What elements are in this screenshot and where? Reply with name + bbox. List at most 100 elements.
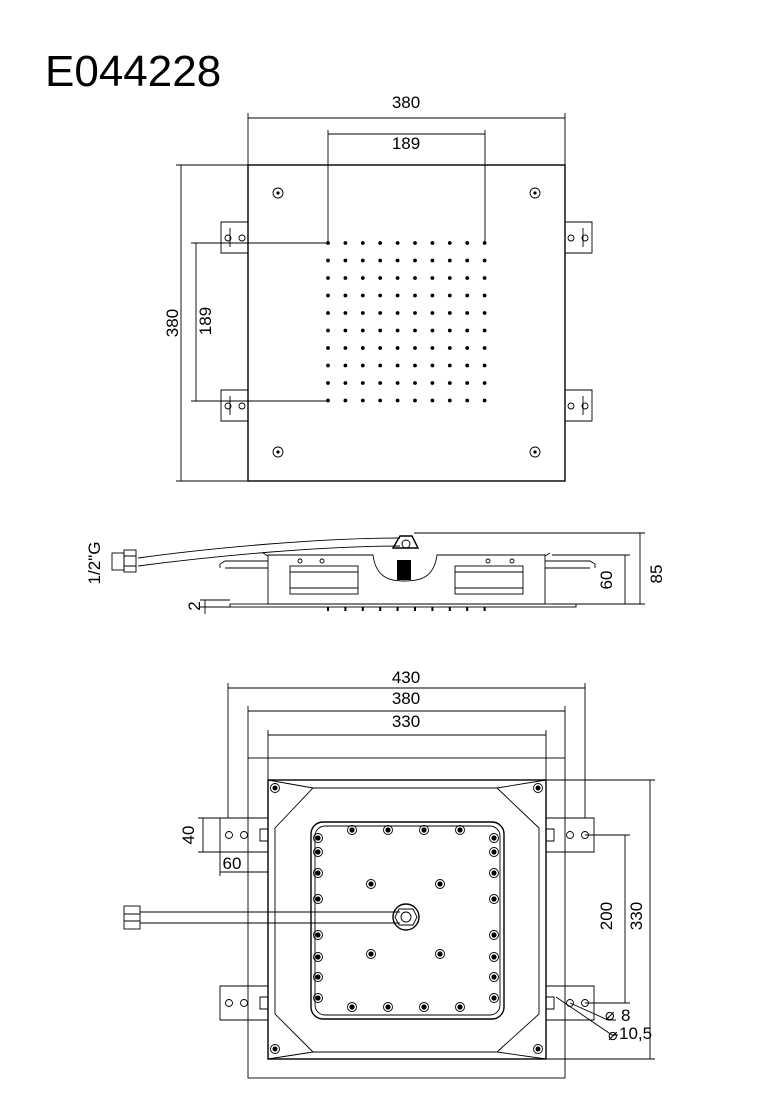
nozzle <box>465 346 470 350</box>
screw <box>347 1002 357 1012</box>
nozzle <box>360 258 365 263</box>
top-corner-screws <box>272 187 541 458</box>
screw-head <box>368 951 374 957</box>
nozzle <box>447 398 452 403</box>
nozzle <box>482 311 487 315</box>
screw-head <box>349 827 355 833</box>
screw <box>383 1002 393 1012</box>
nozzle <box>413 276 417 280</box>
side-nozzle <box>448 607 451 611</box>
dim-bottom-hole-spacing: 200 <box>597 902 616 930</box>
nozzle <box>430 241 435 245</box>
nozzle <box>413 363 417 368</box>
dim-top-spacing-y: 189 <box>196 307 215 335</box>
screw <box>347 825 357 835</box>
screw-ring <box>313 868 323 878</box>
dim-top-spacing-x: 189 <box>392 134 420 153</box>
screw-head <box>491 896 497 902</box>
nozzle <box>395 328 400 333</box>
nozzle <box>447 241 452 245</box>
nozzle <box>447 293 452 298</box>
nozzle <box>326 328 330 333</box>
nozzle <box>482 398 487 403</box>
screw-ring <box>347 1002 357 1012</box>
screw-ring <box>455 825 465 835</box>
dim-top-width: 380 <box>392 93 420 112</box>
nozzle <box>343 293 348 298</box>
screw <box>313 894 323 904</box>
dim-side-total-height: 85 <box>647 565 666 584</box>
nozzle <box>326 293 330 298</box>
nozzle <box>430 328 435 333</box>
nozzle <box>326 398 330 403</box>
nozzle <box>360 311 365 315</box>
nozzle <box>360 276 365 280</box>
screw <box>455 825 465 835</box>
screw <box>313 972 323 982</box>
nozzle <box>395 381 400 385</box>
side-hose-upper <box>137 537 401 559</box>
side-brackets <box>219 560 596 569</box>
nozzle <box>326 258 330 263</box>
side-hose-fitting <box>111 549 137 573</box>
top-plate-outline <box>247 164 566 482</box>
screw <box>313 833 323 843</box>
nozzle <box>430 398 435 403</box>
nozzle <box>482 363 487 368</box>
nozzle <box>465 381 470 385</box>
screw-ring <box>435 879 445 889</box>
nozzle <box>465 398 470 403</box>
nozzle <box>326 311 330 315</box>
nozzle <box>360 363 365 368</box>
bottom-box-outline <box>267 779 547 1060</box>
screw <box>313 993 323 1003</box>
side-nozzle <box>344 607 347 611</box>
dim-hole-small: 8 <box>621 1006 630 1025</box>
side-nozzle <box>466 607 469 611</box>
side-inner-channels <box>289 558 524 595</box>
nozzle <box>395 346 400 350</box>
screw-head <box>491 870 497 876</box>
screw-head <box>491 849 497 855</box>
screw-head <box>315 870 321 876</box>
screw-head <box>315 995 321 1001</box>
dim-bottom-plate: 380 <box>392 689 420 708</box>
nozzle <box>430 258 435 263</box>
nozzle <box>482 276 487 280</box>
screw-ring <box>383 1002 393 1012</box>
screw <box>383 825 393 835</box>
dim-side-body-height: 60 <box>597 571 616 590</box>
screw-ring <box>383 825 393 835</box>
dim-bottom-box-height: 330 <box>627 902 646 930</box>
nozzle <box>465 258 470 263</box>
screw-ring <box>313 847 323 857</box>
nozzle <box>465 276 470 280</box>
nozzle <box>378 363 383 368</box>
nozzle <box>343 241 348 245</box>
nozzle <box>395 276 400 280</box>
top-view: 380 189 380 189 <box>163 93 593 482</box>
nozzle <box>447 328 452 333</box>
top-mounting-brackets <box>220 221 593 422</box>
nozzle-grid <box>326 241 487 403</box>
nozzle <box>482 293 487 298</box>
nozzle <box>447 276 452 280</box>
side-dimensions: 2 60 85 <box>185 532 666 614</box>
dia-symbol-small: ⌀ <box>605 1007 615 1024</box>
screw <box>455 1002 465 1012</box>
screw-ring <box>313 930 323 940</box>
bottom-corner-screws <box>270 783 543 1054</box>
nozzle <box>465 241 470 245</box>
screw-ring <box>347 825 357 835</box>
bottom-inner-plate <box>310 821 505 1020</box>
screw <box>313 868 323 878</box>
screw <box>489 868 499 878</box>
top-dimensions: 380 189 380 189 <box>163 93 566 482</box>
nozzle <box>413 398 417 403</box>
screw-head <box>491 974 497 980</box>
screw-ring <box>313 993 323 1003</box>
dim-bottom-overall: 430 <box>392 668 420 687</box>
screw-ring <box>455 1002 465 1012</box>
nozzle <box>343 346 348 350</box>
dia-symbol-large: ⌀ <box>608 1027 618 1044</box>
